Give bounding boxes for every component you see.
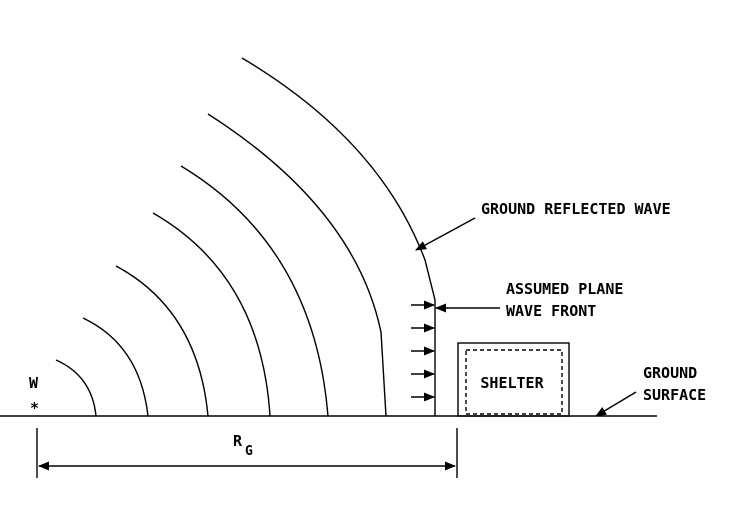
shelter-label: SHELTER: [480, 374, 544, 392]
charge-marker: *: [30, 399, 39, 417]
wave-front-4: [152, 212, 271, 417]
ground-label: GROUND: [643, 364, 697, 382]
range-label: R: [233, 432, 243, 450]
charge-weight-label: W: [29, 374, 39, 392]
range-subscript: G: [245, 444, 253, 459]
wave-front-label: WAVE FRONT: [506, 302, 596, 320]
ground-reflected-wave-label: GROUND REFLECTED WAVE: [481, 200, 671, 218]
surface-label: SURFACE: [643, 386, 706, 404]
wave-front-6: [207, 113, 387, 417]
reflected-wave-front: [241, 57, 436, 416]
assumed-plane-label: ASSUMED PLANE: [506, 280, 623, 298]
shelter-outer: [457, 342, 570, 417]
wave-front-5: [180, 165, 329, 417]
wave-front-3: [115, 265, 209, 417]
wave-front-2: [82, 317, 149, 417]
reflected-wave-leader: [415, 217, 476, 251]
shelter-inner-dashed: [465, 349, 563, 415]
ground-surface-leader: [595, 391, 637, 417]
wave-front-1: [55, 359, 97, 417]
